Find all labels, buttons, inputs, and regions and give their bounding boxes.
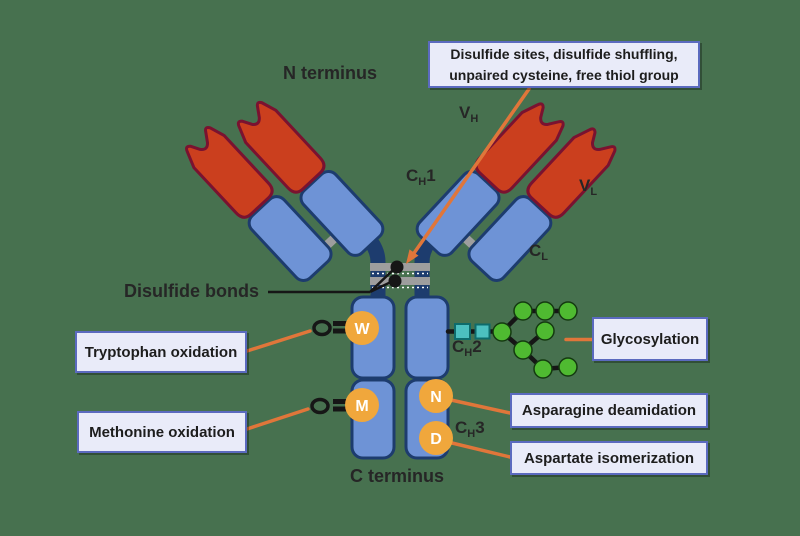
site-bar [333, 328, 349, 334]
ch3-sub: H [467, 428, 476, 440]
ch1-sub: H [418, 176, 427, 188]
disulfide-sites-callout: Disulfide sites, disulfide shuffling, un… [428, 41, 700, 88]
residue-circle [419, 379, 453, 413]
residue-letter-w: W [354, 321, 370, 338]
right-ch2-domain [404, 295, 450, 380]
mannose-circle-icon [513, 340, 533, 360]
site-bar [333, 406, 349, 412]
disulfide-bond-dot [388, 274, 402, 288]
right-vh-domain [474, 102, 565, 194]
ch1-suffix: 1 [426, 166, 436, 185]
site-bar [333, 399, 349, 404]
aspartate-isomerization-callout: Aspartate isomerization [510, 441, 708, 475]
ch1-domain-label: CH1 [406, 166, 436, 188]
cl-domain-label: CL [529, 241, 548, 263]
vh-domain-label: VH [459, 103, 478, 125]
residue-circle [419, 421, 453, 455]
right-vl-domain [526, 127, 617, 219]
oxygen-ring-icon [310, 397, 330, 415]
cl-base: C [529, 241, 542, 260]
mannose-circle-icon [492, 322, 512, 342]
ch2-suffix: 2 [472, 337, 482, 356]
residue-letter-n: N [430, 389, 442, 406]
site-bar [333, 321, 349, 326]
disulfide-sites-pointer-line [410, 87, 531, 258]
mannose-circle-icon [558, 357, 578, 377]
glycosylation-callout: Glycosylation [592, 317, 708, 361]
glcnac-square-icon [454, 323, 471, 340]
asparagine-residue-marker: N [419, 379, 453, 413]
tryptophan-connector-line [245, 329, 312, 353]
residue-circle [345, 311, 379, 345]
right-fab-arm [415, 102, 617, 282]
mannose-circle-icon [513, 301, 533, 321]
disulfide-sites-text: Disulfide sites, disulfide shuffling, un… [449, 44, 678, 86]
asparagine-deamidation-callout: Asparagine deamidation [510, 393, 708, 428]
disulfide-bonds-label: Disulfide bonds [124, 281, 259, 301]
tryptophan-oxidation-callout: Tryptophan oxidation [75, 331, 247, 373]
right-ch1-domain [415, 169, 501, 257]
aspartate-residue-marker: D [419, 421, 453, 455]
n-terminus-label: N terminus [283, 63, 378, 83]
glycan-tree [445, 301, 578, 379]
left-vl-domain [185, 125, 274, 219]
residue-circle [345, 388, 379, 422]
methionine-residue-marker: M [345, 388, 379, 422]
methionine-site-glyph [310, 397, 349, 415]
left-fab-arm [185, 100, 385, 282]
residue-letter-m: M [355, 398, 368, 415]
disulfide-bond-dot [390, 260, 404, 274]
left-ch1-domain [299, 169, 385, 257]
vl-base: V [579, 176, 591, 195]
methionine-oxidation-callout: Methonine oxidation [77, 411, 247, 453]
tryptophan-site-glyph [312, 319, 349, 337]
mannose-circle-icon [535, 321, 555, 341]
ch1-base: C [406, 166, 419, 185]
disulfide-bonds-pointer-line [268, 269, 394, 294]
vh-sub: H [470, 113, 479, 125]
asparagine-connector-line [449, 398, 512, 415]
methionine-connector-line [245, 407, 310, 431]
c-terminus-label: C terminus [350, 466, 445, 486]
mannose-circle-icon [533, 359, 553, 379]
left-cl-domain [247, 195, 333, 282]
oxygen-ring-icon [312, 319, 332, 337]
ch3-domain-label: CH3 [455, 418, 485, 440]
disulfide-sites-line1: Disulfide sites, disulfide shuffling, [450, 45, 678, 62]
left-vh-domain [236, 100, 326, 194]
vl-sub: L [590, 186, 598, 198]
cl-sub: L [541, 251, 549, 263]
residue-letter-d: D [430, 431, 442, 448]
glcnac-square-icon [474, 323, 491, 340]
right-cl-domain [467, 195, 553, 282]
ch2-sub: H [464, 347, 473, 359]
mannose-circle-icon [535, 301, 555, 321]
mannose-circle-icon [558, 301, 578, 321]
vh-base: V [459, 103, 471, 122]
ch2-domain-label: CH2 [452, 337, 482, 359]
ch2-base: C [452, 337, 465, 356]
disulfide-sites-arrowhead-icon [406, 249, 419, 264]
ch3-base: C [455, 418, 468, 437]
aspartate-connector-line [450, 441, 512, 459]
vl-domain-label: VL [579, 176, 597, 198]
tryptophan-residue-marker: W [345, 311, 379, 345]
ch3-suffix: 3 [475, 418, 485, 437]
disulfide-sites-line2: unpaired cysteine, free thiol group [449, 66, 679, 83]
